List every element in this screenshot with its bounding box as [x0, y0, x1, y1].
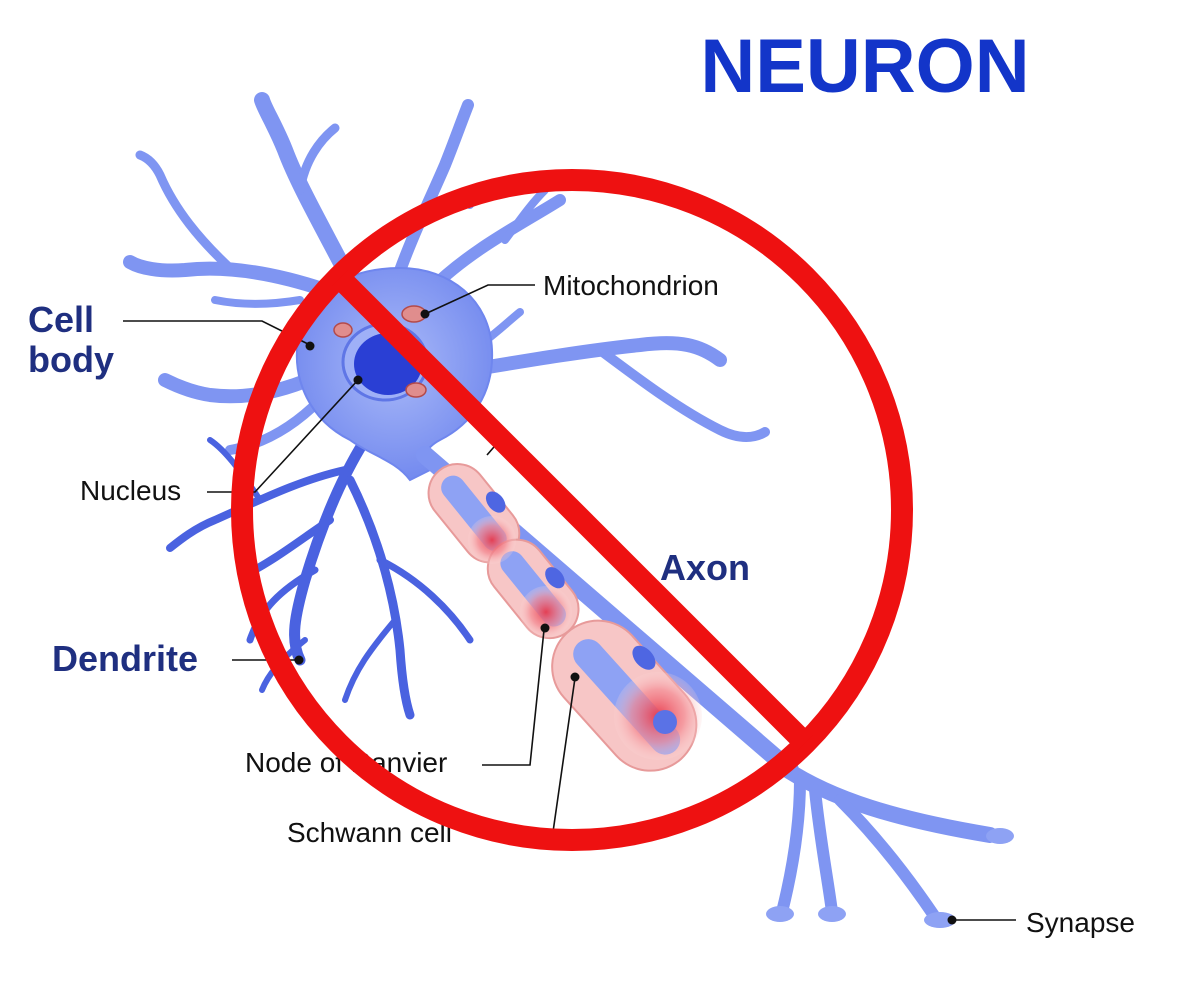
synapse-label: Synapse: [1026, 907, 1135, 938]
dendrite-dot: [294, 655, 304, 665]
dendrites: [123, 92, 770, 455]
prohibition-circle: [231, 169, 913, 851]
nodes-of-ranvier: [468, 516, 702, 760]
labels: Cell body Mitochondrion Nucleus Dendrite…: [28, 270, 1135, 938]
prohibition-slash: [332, 270, 813, 751]
mitochondria: [333, 305, 427, 398]
axon-terminals: [766, 757, 1014, 928]
nucleus-dot: [353, 375, 363, 385]
cell-body-label-line1: Cell: [28, 299, 94, 340]
neuron-illustration: [123, 92, 1014, 928]
nucleus-label: Nucleus: [80, 475, 181, 506]
cell-body-label-line2: body: [28, 339, 114, 380]
dendrite-label: Dendrite: [52, 638, 198, 679]
cell-body-dot: [305, 341, 315, 351]
mitochondrion-label: Mitochondrion: [543, 270, 719, 301]
axon-label: Axon: [660, 547, 750, 588]
schwann-cell-dot: [570, 672, 580, 682]
node-of-ranvier-dot: [540, 623, 550, 633]
synapse-dot: [947, 915, 957, 925]
page-title: NEURON: [700, 24, 1029, 109]
schwann-cell-label: Schwann cell: [287, 817, 452, 848]
prohibition-sign: [231, 169, 913, 851]
mitochondrion-leader: [424, 284, 535, 315]
schwann-cell-leader: [552, 677, 576, 833]
lower-dendrites: [166, 434, 474, 720]
nucleus-leader: [207, 379, 359, 493]
mitochondrion-dot: [420, 309, 430, 319]
node-of-ranvier-leader: [482, 629, 545, 766]
